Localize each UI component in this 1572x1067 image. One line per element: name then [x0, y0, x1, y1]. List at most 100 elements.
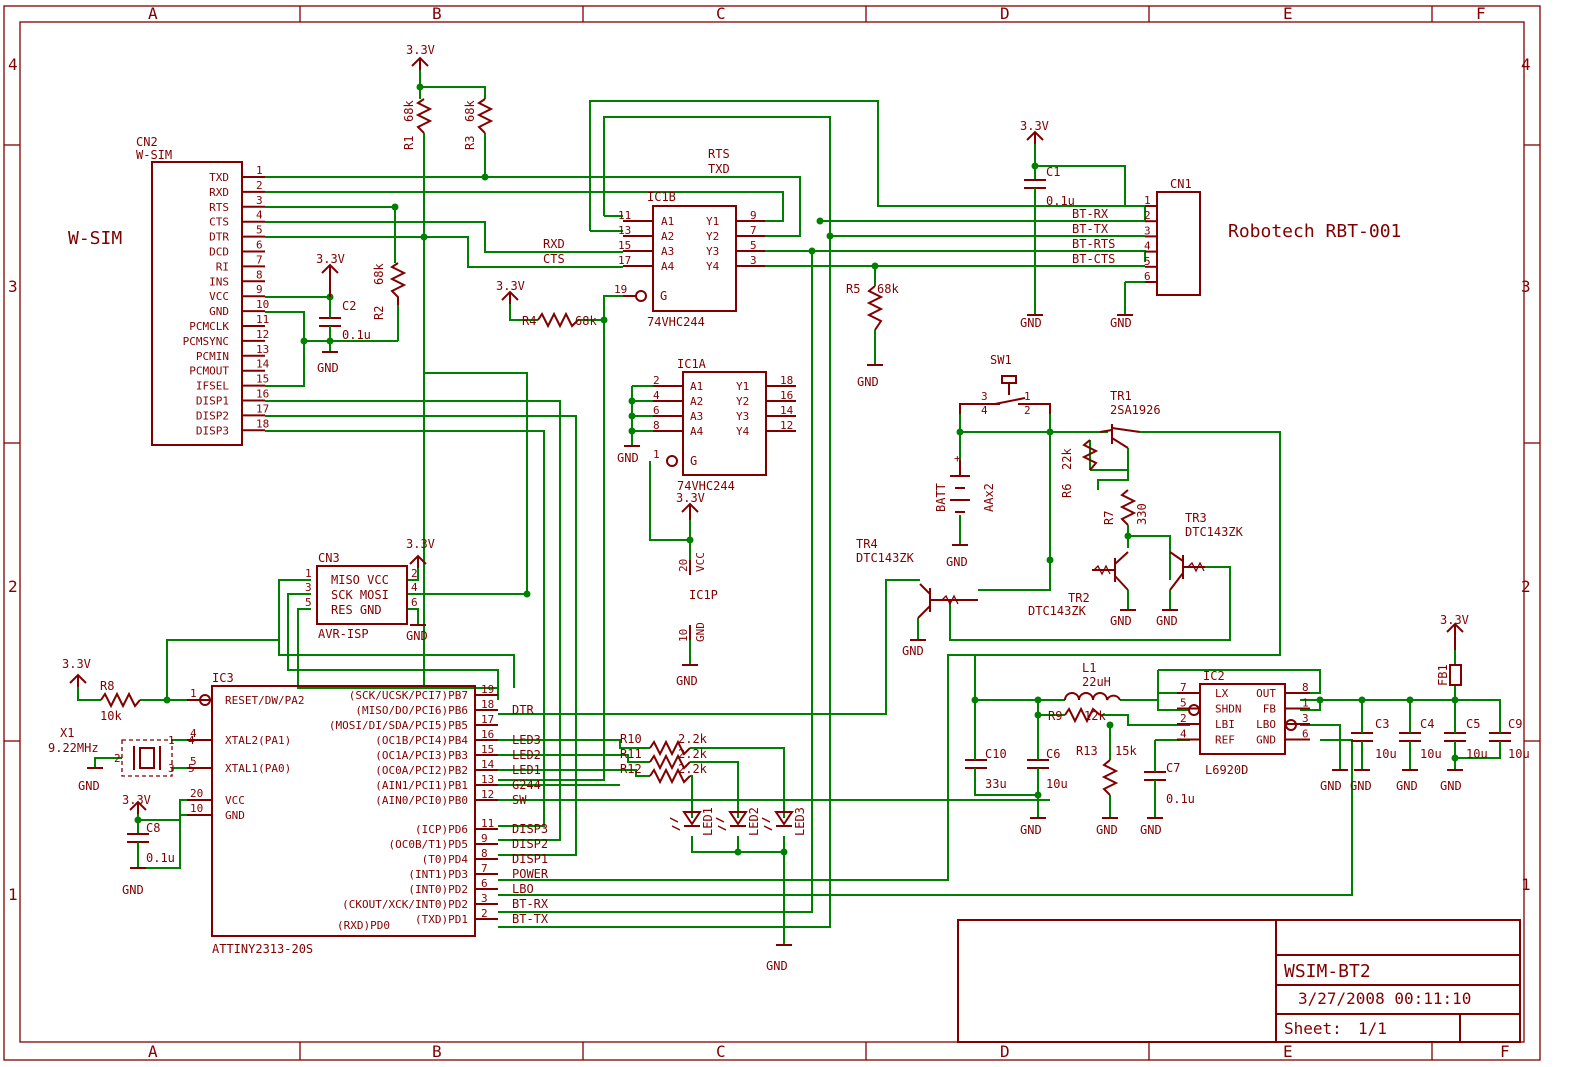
ic3-pin-name: (T0)PD4: [422, 853, 469, 866]
cn3-isp: MISO VCC SCK MOSI RES GND 1 3 5 2 4 6 CN…: [305, 551, 418, 641]
r1-ref: R1: [402, 136, 416, 150]
cn3-row3: RES GND: [331, 603, 382, 617]
cn1-pin-number: 2: [1144, 209, 1151, 222]
vcc-label: 3.3V: [62, 657, 91, 671]
r4-ref: R4: [522, 314, 536, 328]
cn3-ref: CN3: [318, 551, 340, 565]
ic3-net-label: LED3: [512, 733, 541, 747]
vcc-label: 3.3V: [1020, 119, 1049, 133]
led1-ref: LED1: [701, 807, 715, 836]
cn2-pin-name: RI: [216, 260, 229, 273]
ic3-net-label: DISP3: [512, 822, 548, 836]
ic3-pin-name: (AIN0/PCI0)PB0: [375, 794, 468, 807]
col-label: A: [148, 1042, 158, 1061]
ic3-pin-name: (OC0B/T1)PD5: [389, 838, 468, 851]
switch-sw1: SW1 3 4 1 2: [959, 353, 1051, 417]
sheet-value: 1/1: [1358, 1019, 1387, 1038]
ic2-pin-number: 7: [1180, 681, 1187, 694]
row-label: 4: [8, 55, 18, 74]
leds: LED1 LED2 LED3: [669, 807, 807, 836]
cn1-net: BT-RX: [1072, 207, 1109, 221]
gnd-label: GND: [317, 361, 339, 375]
ic3-pin-number: 11: [481, 817, 494, 830]
ic3-pin-number: 7: [481, 862, 488, 875]
cn2-pin-name: PCMOUT: [189, 365, 229, 378]
cn3-pin: 4: [411, 581, 418, 594]
vcc-label: 3.3V: [1440, 613, 1469, 627]
c8-ref: C8: [146, 821, 160, 835]
ic1p-power: 20 VCC IC1P 10 GND: [677, 552, 718, 642]
ic3-mcu: 1RESET/DW/PA24XTAL2(PA1)5XTAL1(PA0)20VCC…: [187, 671, 549, 956]
ic1p-gnd: GND: [694, 622, 707, 642]
ic3-pin-number: 20: [190, 787, 203, 800]
vcc-label: 3.3V: [316, 252, 345, 266]
c7-value: 0.1u: [1166, 792, 1195, 806]
col-label: D: [1000, 1042, 1010, 1061]
cn2-pin-name: DISP2: [196, 409, 229, 422]
cn2-pin-name: PCMSYNC: [183, 335, 229, 348]
ic3-pin-name: (AIN1/PCI1)PB1: [375, 779, 468, 792]
gnd-label: GND: [1020, 823, 1042, 837]
ic1p-vcc: VCC: [694, 552, 707, 572]
ic3-net-label: LED1: [512, 763, 541, 777]
row-label: 1: [8, 885, 18, 904]
col-label: B: [432, 1042, 442, 1061]
cn1-pin-number: 4: [1144, 240, 1151, 253]
cn2-pin-name: DCD: [209, 246, 229, 259]
frame-labels: A B C D E F A B C D E F 4 3 2 1 4 3 2 1: [8, 4, 1531, 1061]
ic2-pin-number: 8: [1302, 681, 1309, 694]
c4-value: 10u: [1420, 747, 1442, 761]
r7-ref: R7: [1102, 511, 1116, 525]
ic3-pin-name: (OC1B/PCI4)PB4: [375, 734, 468, 747]
c6-ref: C6: [1046, 747, 1060, 761]
cn1-pin-number: 5: [1144, 255, 1151, 268]
battery-batt: + BATT AAx2: [934, 452, 996, 513]
title-name: WSIM-BT2: [1284, 961, 1371, 982]
vcc-label: 3.3V: [406, 43, 435, 57]
cn3-row1: MISO VCC: [331, 573, 389, 587]
ic1p-vcc-pin: 20: [677, 559, 690, 572]
cn2-pin-name: RXD: [209, 186, 229, 199]
r2-value: 68k: [372, 263, 386, 285]
ic1b-pin-name: Y4: [706, 260, 720, 273]
ic1b-pin-number: 11: [618, 209, 631, 222]
ic3-net-label: DISP2: [512, 837, 548, 851]
wsim-title: W-SIM: [68, 228, 122, 249]
ic1a-pin-number: 8: [653, 419, 660, 432]
r9-ref: R9: [1048, 709, 1062, 723]
cn3-pin: 1: [305, 567, 312, 580]
cn2-pin-number: 16: [256, 388, 269, 401]
r10-value: 2.2k: [678, 732, 708, 746]
ic3-pin-name: (SCK/UCSK/PCI7)PB7: [349, 689, 468, 702]
net-label-rts: RTS: [708, 147, 730, 161]
col-label: C: [716, 1042, 726, 1061]
drawing-frame: [3, 5, 1541, 1061]
cn2-pin-number: 12: [256, 328, 269, 341]
ic1a-pin-number: 14: [780, 404, 794, 417]
ic3-pin-name: XTAL2(PA1): [225, 734, 291, 747]
r13-ref: R13: [1076, 744, 1098, 758]
title-date: 3/27/2008 00:11:10: [1298, 989, 1471, 1008]
ic2-pin-name: OUT: [1256, 687, 1276, 700]
col-label: C: [716, 4, 726, 23]
cn3-pin: 3: [305, 581, 312, 594]
gnd-label: GND: [1140, 823, 1162, 837]
ic3-pin-name: GND: [225, 809, 245, 822]
c1-value: 0.1u: [1046, 194, 1075, 208]
ic2-pin-name: LBO: [1256, 718, 1276, 731]
ic1a-pin-number: 6: [653, 404, 660, 417]
net-label-rxd: RXD: [543, 237, 565, 251]
x1-ref: X1: [60, 726, 74, 740]
ic2-pin-name: SHDN: [1215, 703, 1242, 716]
ic3-pin-name: (MOSI/DI/SDA/PCI5)PB5: [329, 719, 468, 732]
ic3-pin-name: RESET/DW/PA2: [225, 694, 304, 707]
col-label: F: [1476, 4, 1486, 23]
ic3-pin-number: 6: [481, 877, 488, 890]
ic3-pin-name: (INT1)PD3: [408, 868, 468, 881]
ic3-pin-number: 12: [481, 788, 494, 801]
ic1a-pin-name: Y3: [736, 410, 749, 423]
r13-value: 15k: [1115, 744, 1137, 758]
ic3-pin-number: 4: [190, 727, 197, 740]
ic1b-pin-name: Y2: [706, 230, 719, 243]
ic2-pin-name: LBI: [1215, 718, 1235, 731]
